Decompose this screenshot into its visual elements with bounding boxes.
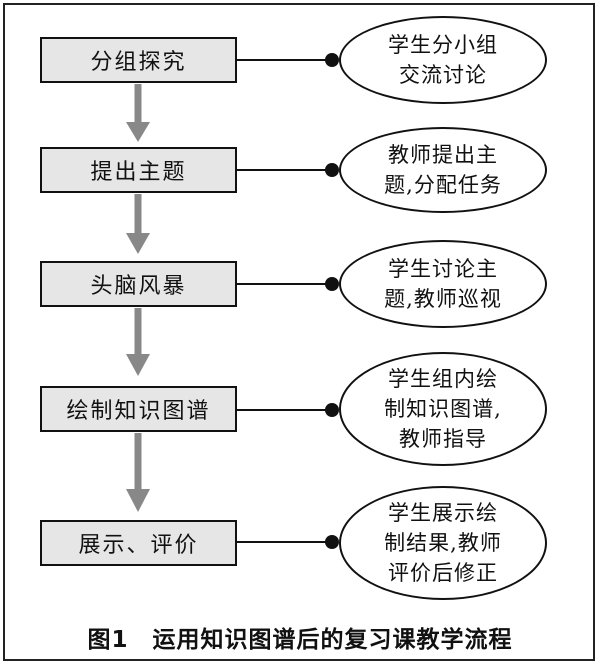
step-box-group-inquiry: 分组探究 [40, 37, 237, 83]
note-line: 题,分配任务 [384, 173, 502, 197]
note-line: 学生组内绘 [388, 367, 498, 391]
note-ellipse: 教师提出主 题,分配任务 [339, 127, 547, 213]
note-ellipse: 学生展示绘 制结果,教师 评价后修正 [339, 486, 547, 600]
flow-arrow [126, 84, 150, 142]
note-line: 题,教师巡视 [384, 287, 502, 311]
figure-frame [3, 3, 595, 661]
step-label: 展示、评价 [78, 533, 199, 558]
flow-arrow [126, 308, 150, 376]
figure-title: 运用知识图谱后的复习课教学流程 [152, 627, 513, 653]
note-line: 学生分小组 [388, 33, 498, 57]
step-label: 头脑风暴 [90, 274, 187, 299]
flow-arrow [126, 194, 150, 254]
note-line: 制知识图谱, [384, 397, 502, 421]
note-line: 制结果,教师 [384, 531, 502, 555]
step-label: 绘制知识图谱 [66, 399, 211, 424]
note-line: 交流讨论 [399, 63, 487, 87]
note-line: 学生讨论主 [388, 257, 498, 281]
step-label: 提出主题 [90, 160, 187, 185]
note-line: 教师提出主 [388, 143, 498, 167]
step-box-brainstorm: 头脑风暴 [40, 261, 237, 307]
step-label: 分组探究 [90, 50, 187, 75]
figure-caption: 图1 运用知识图谱后的复习课教学流程 [0, 620, 600, 654]
note-ellipse: 学生分小组 交流讨论 [339, 16, 547, 104]
step-box-propose-topic: 提出主题 [40, 147, 237, 193]
note-line: 教师指导 [399, 427, 487, 451]
step-box-draw-knowledge-map: 绘制知识图谱 [40, 386, 237, 432]
note-ellipse: 学生讨论主 题,教师巡视 [339, 240, 547, 328]
note-line: 学生展示绘 [388, 501, 498, 525]
step-box-present-evaluate: 展示、评价 [40, 520, 237, 566]
note-ellipse: 学生组内绘 制知识图谱, 教师指导 [339, 352, 547, 466]
note-line: 评价后修正 [388, 561, 498, 585]
flow-arrow [126, 433, 150, 512]
figure-number: 图1 [87, 627, 129, 653]
